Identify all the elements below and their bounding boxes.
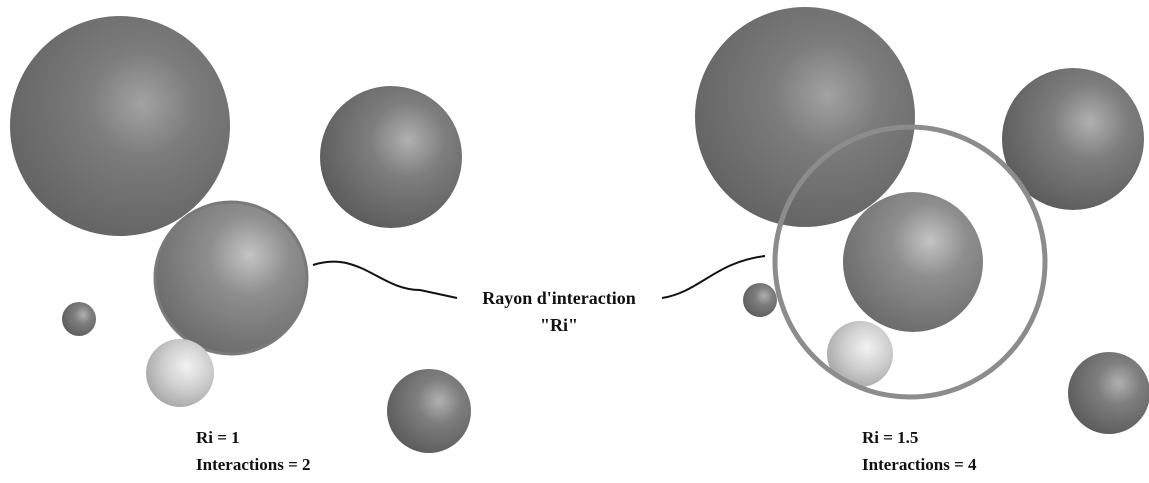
sphere-upper-right (320, 86, 462, 228)
sphere-light (827, 321, 893, 387)
sphere-bottom (1068, 352, 1149, 434)
right-panel-caption: Ri = 1.5 Interactions = 4 (862, 424, 977, 478)
ri-value-label: Ri = 1 (196, 428, 240, 447)
left-panel-caption: Ri = 1 Interactions = 2 (196, 424, 311, 478)
leader-line-right (661, 255, 766, 299)
sphere-large (695, 7, 915, 227)
sphere-large (10, 16, 230, 236)
annotation-line2: "Ri" (540, 315, 578, 335)
right-panel (695, 7, 1149, 434)
left-panel (10, 16, 471, 453)
sphere-center-selected (153, 200, 309, 356)
sphere-bottom (387, 369, 471, 453)
sphere-tiny (62, 302, 96, 336)
sphere-tiny (743, 283, 777, 317)
interactions-count-label: Interactions = 4 (862, 455, 977, 474)
leader-line-left (312, 260, 458, 299)
interaction-radius-ring (772, 124, 1048, 400)
sphere-center-selected (843, 192, 983, 332)
sphere-light (146, 339, 214, 407)
sphere-upper-right (1002, 68, 1144, 210)
interactions-count-label: Interactions = 2 (196, 455, 311, 474)
annotation-line1: Rayon d'interaction (482, 288, 636, 308)
ri-value-label: Ri = 1.5 (862, 428, 919, 447)
